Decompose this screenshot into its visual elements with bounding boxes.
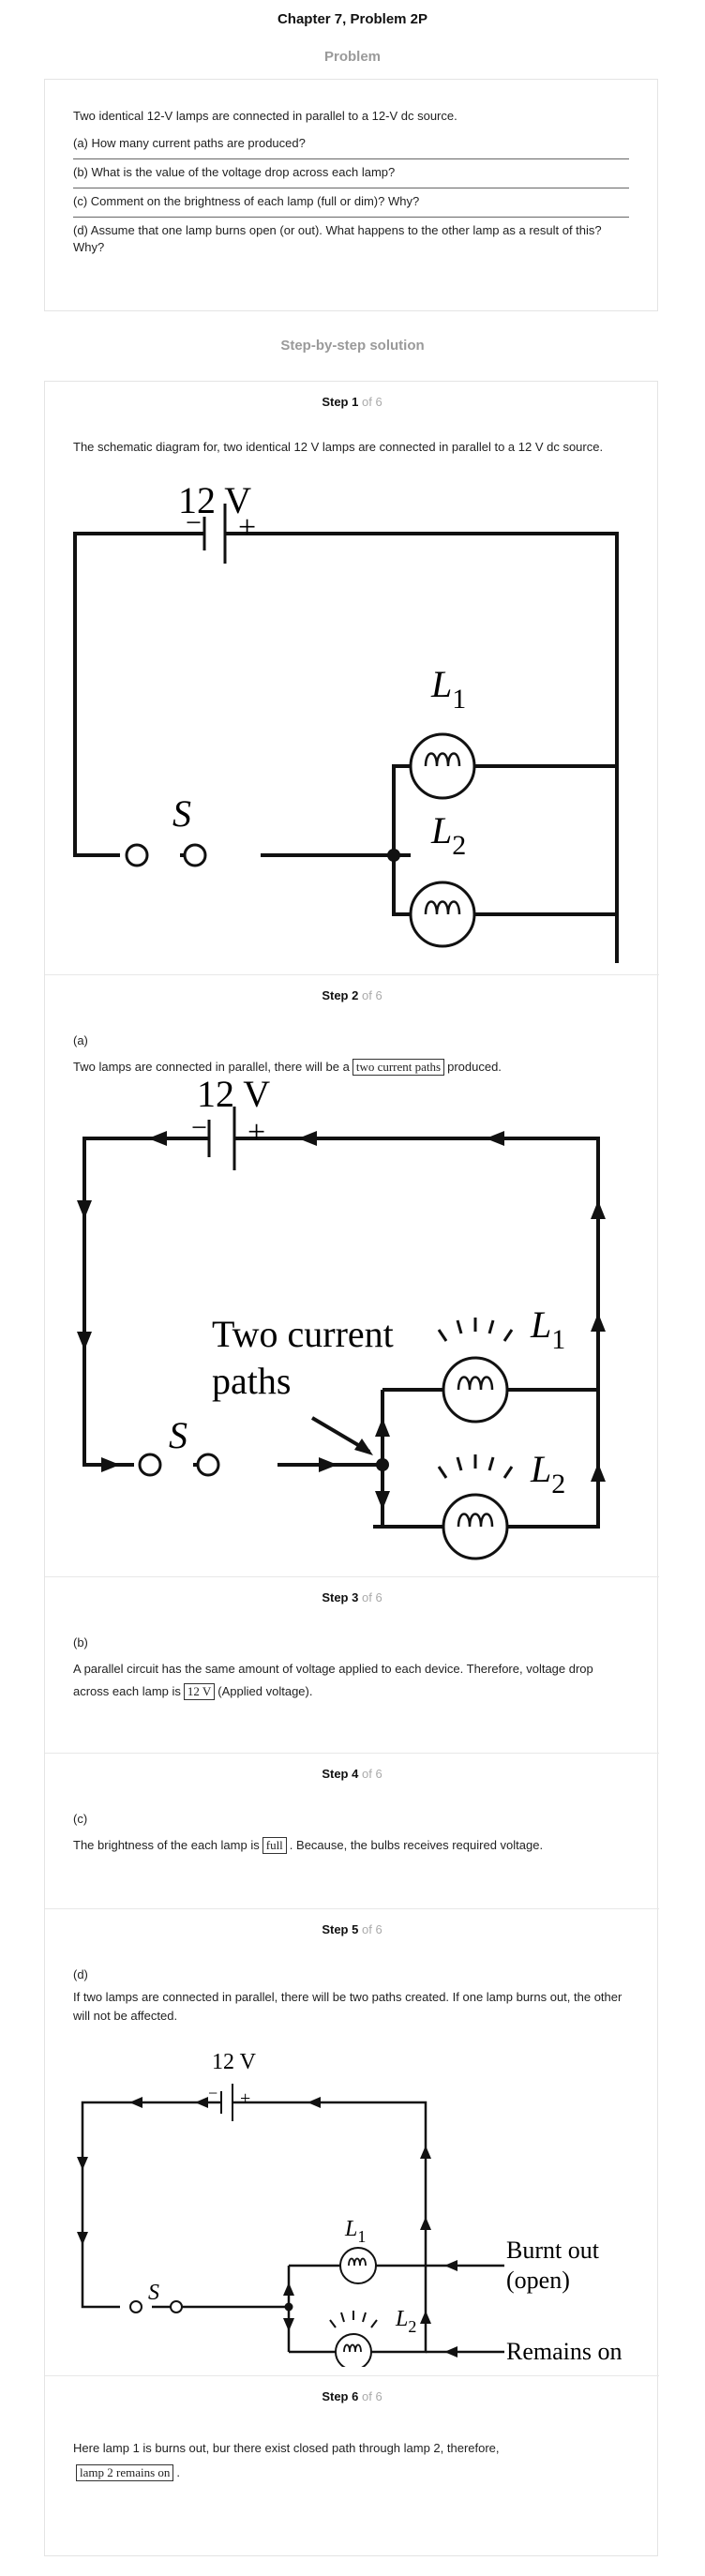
switch-label-2: S	[169, 1414, 188, 1456]
problem-part-d: (d) Assume that one lamp burns open (or …	[73, 223, 602, 254]
minus-sign-2: −	[191, 1112, 207, 1143]
step-3: Step 3 of 6 (b) A parallel circuit has t…	[45, 1576, 659, 1753]
step-1-heading: Step 1 of 6	[322, 395, 382, 409]
step-4-heading: Step 4 of 6	[322, 1767, 382, 1781]
switch-label-3: S	[148, 2281, 159, 2305]
step-5-text: If two lamps are connected in parallel, …	[73, 1990, 622, 2023]
step-5: Step 5 of 6 (d) If two lamps are connect…	[45, 1908, 659, 2375]
problem-intro: Two identical 12-V lamps are connected i…	[73, 109, 458, 123]
page-title: Chapter 7, Problem 2P	[277, 11, 428, 27]
parallel-circuit-diagram: 12 V − + S L1 L2	[73, 485, 619, 963]
lamp-2-label-2: L2	[530, 1448, 565, 1499]
step-2: Step 2 of 6 (a) Two lamps are connected …	[45, 974, 659, 1576]
step-5-heading: Step 5 of 6	[322, 1922, 382, 1936]
problem-part-a: (a) How many current paths are produced?	[73, 130, 629, 159]
minus-sign: −	[186, 507, 202, 538]
switch-label: S	[172, 792, 191, 835]
step-6: Step 6 of 6 Here lamp 1 is burns out, bu…	[45, 2375, 659, 2557]
plus-sign-2: +	[248, 1115, 265, 1150]
solution-card: Step 1 of 6 The schematic diagram for, t…	[44, 381, 659, 2557]
problem-heading: Problem	[323, 49, 381, 65]
answer-box-d: lamp 2 remains on	[76, 2464, 174, 2481]
problem-card: Two identical 12-V lamps are connected i…	[44, 79, 658, 311]
step-4-part-label: (c)	[73, 1812, 88, 1826]
step-1-text: The schematic diagram for, two identical…	[73, 440, 604, 454]
lamp-1-label-3: L1	[344, 2217, 366, 2246]
remains-on-label: Remains on	[506, 2338, 622, 2365]
step-2-part-label: (a)	[73, 1033, 88, 1047]
step-2-text: Two lamps are connected in parallel, the…	[73, 1059, 502, 1076]
lamp-1-label: L1	[430, 663, 466, 715]
step-3-heading: Step 3 of 6	[322, 1590, 382, 1604]
answer-box-a: two current paths	[352, 1059, 445, 1076]
two-current-paths-line2: paths	[212, 1360, 291, 1402]
step-3-text: A parallel circuit has the same amount o…	[73, 1662, 593, 1700]
step-2-heading: Step 2 of 6	[322, 988, 382, 1002]
plus-sign-3: +	[240, 2088, 250, 2109]
step-1: Step 1 of 6 The schematic diagram for, t…	[45, 382, 659, 974]
lamp-2-label-3: L2	[395, 2307, 416, 2336]
answer-box-b: 12 V	[183, 1683, 216, 1700]
plus-sign: +	[238, 510, 256, 545]
current-paths-diagram: 12 V − + S Two current paths L1 L2	[77, 1078, 606, 1560]
burnt-out-diagram: 12 V − + S L1 L2 Burnt out (open) Remain…	[77, 2050, 622, 2367]
step-5-part-label: (d)	[73, 1967, 88, 1981]
lamp-2-label: L2	[430, 809, 466, 861]
source-label: 12 V	[178, 485, 251, 521]
two-current-paths-line1: Two current	[212, 1313, 394, 1355]
burnt-out-label-line1: Burnt out	[506, 2237, 600, 2264]
problem-part-b: (b) What is the value of the voltage dro…	[73, 159, 629, 188]
lamp-1-label-2: L1	[530, 1303, 565, 1355]
minus-sign-3: −	[208, 2084, 218, 2102]
step-6-heading: Step 6 of 6	[322, 2389, 382, 2403]
burnt-out-label-line2: (open)	[506, 2267, 570, 2294]
source-label-2: 12 V	[197, 1078, 270, 1115]
answer-box-c: full	[262, 1837, 287, 1854]
step-3-part-label: (b)	[73, 1635, 88, 1650]
source-label-3: 12 V	[212, 2050, 257, 2074]
step-6-text: Here lamp 1 is burns out, bur there exis…	[73, 2441, 500, 2481]
solution-heading: Step-by-step solution	[280, 338, 425, 354]
problem-part-c: (c) Comment on the brightness of each la…	[73, 188, 629, 218]
step-4: Step 4 of 6 (c) The brightness of the ea…	[45, 1753, 659, 1908]
